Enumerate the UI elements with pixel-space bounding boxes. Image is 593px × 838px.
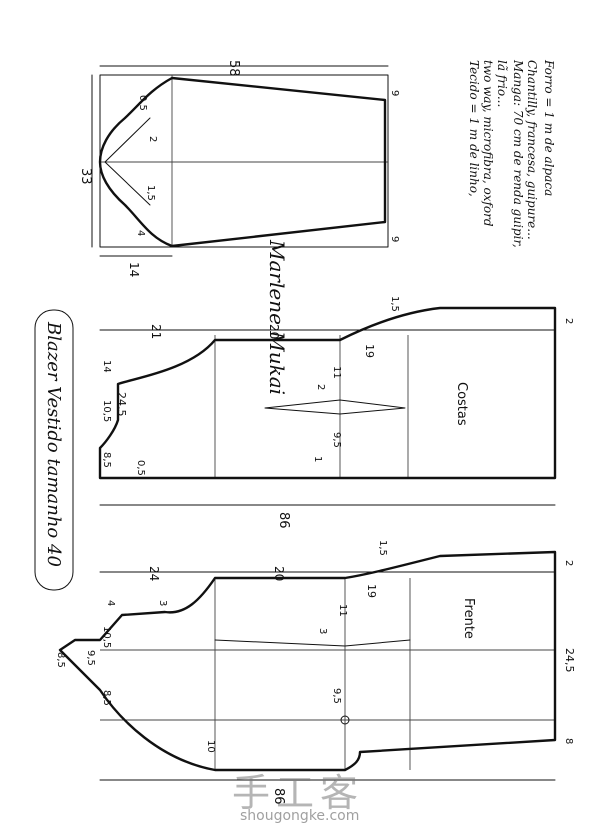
sleeve-edge-bottom: 9 — [389, 236, 400, 242]
front-waist-2: 3 — [317, 628, 328, 634]
note-line-6: Forro = 1 m de alpaca — [542, 59, 556, 196]
watermark-url: shougongke.com — [240, 808, 360, 824]
sleeve-bottom-label: 14 — [127, 262, 141, 277]
sleeve-pattern: 58 33 14 0,5 2 1,5 4 9 9 — [78, 60, 400, 277]
sleeve-edge-top: 9 — [389, 90, 400, 96]
front-waist-1: 11 — [337, 604, 348, 617]
front-lapel-4: 4 — [105, 600, 116, 606]
back-top-1: 21 — [149, 324, 163, 339]
back-length: 86 — [276, 512, 291, 529]
note-line-4: Manga: 70 cm de renda guipir, — [511, 59, 525, 248]
watermark-logo: 手工客 — [232, 771, 365, 815]
sleeve-width-label: 58 — [226, 60, 241, 77]
sleeve-height-label: 33 — [78, 168, 93, 185]
front-waist-6: 10 — [205, 740, 216, 753]
title-banner: Blazer Vestido tamanho 40 — [34, 309, 74, 591]
title-frame — [34, 309, 74, 591]
front-button-mark — [340, 715, 350, 725]
back-top-2: 20 — [267, 324, 281, 339]
back-waist-3: 2 — [315, 384, 326, 390]
note-line-1: Tecido = 1 m de linho, — [467, 60, 481, 197]
sleeve-cap-guide-a — [104, 117, 151, 163]
front-hem-3: 8 — [563, 738, 574, 744]
back-hem-1: 2 — [563, 318, 574, 324]
front-waist-5: 24,5 — [563, 648, 576, 673]
front-top-2: 20 — [272, 566, 286, 581]
back-hem-2: 1,5 — [389, 296, 400, 312]
back-pattern: 21 20 86 8,5 0,5 24,5 10,5 14 11 9,5 2 1… — [98, 296, 574, 529]
back-neck-2: 0,5 — [135, 460, 146, 476]
front-outline — [58, 550, 557, 772]
sleeve-cap-a: 0,5 — [137, 95, 148, 111]
back-label: Costas — [454, 382, 469, 426]
back-neck-1: 8,5 — [101, 452, 112, 468]
fabric-notes: Tecido = 1 m de linho, two way, microfib… — [467, 59, 556, 248]
back-waist-2: 9,5 — [331, 432, 342, 448]
back-waist-1: 11 — [331, 366, 342, 379]
front-top-1: 24 — [147, 566, 161, 581]
signature: Marlene Mukai — [265, 239, 289, 395]
sleeve-outline — [98, 76, 387, 248]
page-title: Blazer Vestido tamanho 40 — [43, 321, 64, 567]
front-dart — [214, 639, 411, 647]
sleeve-cap-c: 1,5 — [145, 185, 156, 201]
back-outline — [98, 306, 557, 480]
front-waist-3: 9,5 — [331, 688, 342, 704]
note-line-5: Chantilly, francesa, guipure... — [525, 60, 539, 240]
front-hem-2: 1,5 — [377, 540, 388, 556]
front-lapel-3: 10,5 — [101, 626, 112, 648]
back-neck-5: 14 — [101, 360, 112, 373]
sleeve-cap-d: 4 — [135, 230, 146, 236]
front-label: Frente — [461, 598, 476, 639]
front-pattern: 24 20 86 8,5 9,5 10,5 4 3 8,5 11 3 9,5 1… — [55, 540, 576, 805]
front-lapel-5: 3 — [157, 600, 168, 606]
back-waist-5: 1 — [312, 456, 323, 462]
back-neck-3: 24,5 — [115, 392, 128, 417]
back-waist-4: 19 — [363, 344, 376, 358]
front-lapel-1: 8,5 — [55, 652, 66, 668]
note-line-3: lã frio... — [495, 60, 509, 107]
note-line-2: two way, microfibra, oxford — [481, 60, 495, 227]
back-dart — [264, 399, 406, 415]
front-lapel-6: 8,5 — [101, 690, 112, 706]
front-waist-4: 19 — [365, 584, 378, 598]
front-length: 86 — [271, 788, 286, 805]
sleeve-cap-guide-b — [104, 161, 151, 206]
front-hem-1: 2 — [563, 560, 574, 566]
sleeve-cap-b: 2 — [147, 136, 158, 142]
front-lapel-2: 9,5 — [85, 650, 96, 666]
back-neck-4: 10,5 — [101, 400, 112, 422]
